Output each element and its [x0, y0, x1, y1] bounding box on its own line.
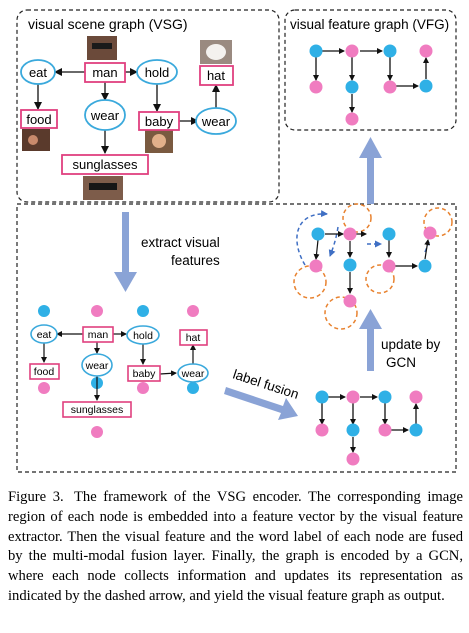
- fused-graph: [315, 390, 423, 466]
- vfg-panel: visual feature graph (VFG): [284, 9, 457, 131]
- extract-label-line2: features: [171, 253, 220, 268]
- vsg-node-sunglasses: sunglasses: [61, 154, 149, 175]
- gcn-nodes: [309, 226, 437, 308]
- svg-text:wear: wear: [90, 108, 120, 123]
- small-node-hold: hold: [126, 325, 160, 345]
- small-node-baby: baby: [127, 365, 161, 382]
- baby-image-region: [145, 129, 173, 153]
- small-node-food: food: [29, 363, 60, 380]
- output-arrow: [359, 137, 382, 204]
- svg-text:hat: hat: [186, 332, 201, 344]
- sunglasses-image-region: [83, 176, 123, 200]
- vfg-edges: [313, 48, 429, 113]
- vsg-node-baby: baby: [138, 111, 180, 131]
- extract-arrow: [114, 212, 137, 292]
- update-arrow: [359, 309, 382, 371]
- vsg-title: visual scene graph (VSG): [28, 16, 188, 32]
- svg-text:man: man: [88, 329, 109, 341]
- small-node-eat: eat: [30, 324, 58, 344]
- svg-text:food: food: [26, 112, 51, 127]
- label-fusion-arrow: [224, 387, 298, 420]
- svg-text:sunglasses: sunglasses: [71, 404, 124, 416]
- vsg-node-hold: hold: [136, 59, 178, 85]
- vfg-title: visual feature graph (VFG): [290, 17, 449, 32]
- extract-label-line1: extract visual: [141, 235, 220, 250]
- vsg-panel: visual scene graph (VSG): [16, 9, 280, 203]
- fused-graph-edges: [319, 394, 419, 453]
- svg-text:hat: hat: [207, 68, 225, 83]
- gcn-edges: [313, 231, 431, 294]
- hat-image-region: [200, 40, 232, 64]
- small-node-man: man: [82, 326, 114, 343]
- svg-text:wear: wear: [181, 368, 205, 380]
- update-label-line2: GCN: [386, 355, 416, 370]
- gcn-graph: [293, 203, 453, 330]
- encoder-panel: [16, 203, 457, 473]
- update-label-line1: update by: [381, 337, 441, 352]
- svg-text:wear: wear: [85, 360, 109, 372]
- small-node-wear-2: wear: [177, 363, 209, 383]
- vsg-node-hat: hat: [199, 65, 234, 86]
- feature-dots: [38, 305, 199, 438]
- vsg-node-wear-1: wear: [84, 99, 126, 131]
- svg-text:sunglasses: sunglasses: [72, 157, 138, 172]
- svg-text:food: food: [34, 366, 55, 378]
- vsg-node-wear-2: wear: [195, 107, 237, 135]
- figure-caption: Figure 3. The framework of the VSG encod…: [8, 488, 463, 607]
- small-node-sunglasses: sunglasses: [62, 401, 132, 418]
- svg-text:eat: eat: [29, 65, 47, 80]
- labeled-graph-edges: [41, 331, 196, 401]
- caption-label: Figure 3.: [8, 489, 64, 505]
- fused-graph-nodes: [315, 390, 423, 466]
- vfg-nodes: [309, 44, 433, 126]
- vsg-node-food: food: [20, 109, 58, 129]
- svg-text:hold: hold: [145, 65, 170, 80]
- small-node-hat: hat: [179, 329, 208, 346]
- food-image-region: [22, 129, 50, 151]
- small-node-wear-1: wear: [81, 353, 113, 377]
- labeled-graph: eat man hold hat food wear baby wear: [29, 305, 209, 438]
- man-image-region: [87, 36, 117, 60]
- svg-text:baby: baby: [145, 114, 174, 129]
- vsg-node-man: man: [84, 62, 126, 83]
- gcn-orange-dashed-rings: [293, 203, 453, 330]
- vsg-node-eat: eat: [20, 59, 56, 85]
- vsg-encoder-framework-figure: visual scene graph (VSG): [16, 9, 457, 473]
- caption-text: The framework of the VSG encoder. The co…: [8, 489, 464, 604]
- svg-text:man: man: [92, 65, 117, 80]
- svg-text:eat: eat: [37, 329, 52, 341]
- svg-text:baby: baby: [133, 368, 157, 380]
- svg-text:hold: hold: [133, 330, 153, 342]
- svg-text:wear: wear: [201, 114, 231, 129]
- vsg-edges: [34, 68, 220, 154]
